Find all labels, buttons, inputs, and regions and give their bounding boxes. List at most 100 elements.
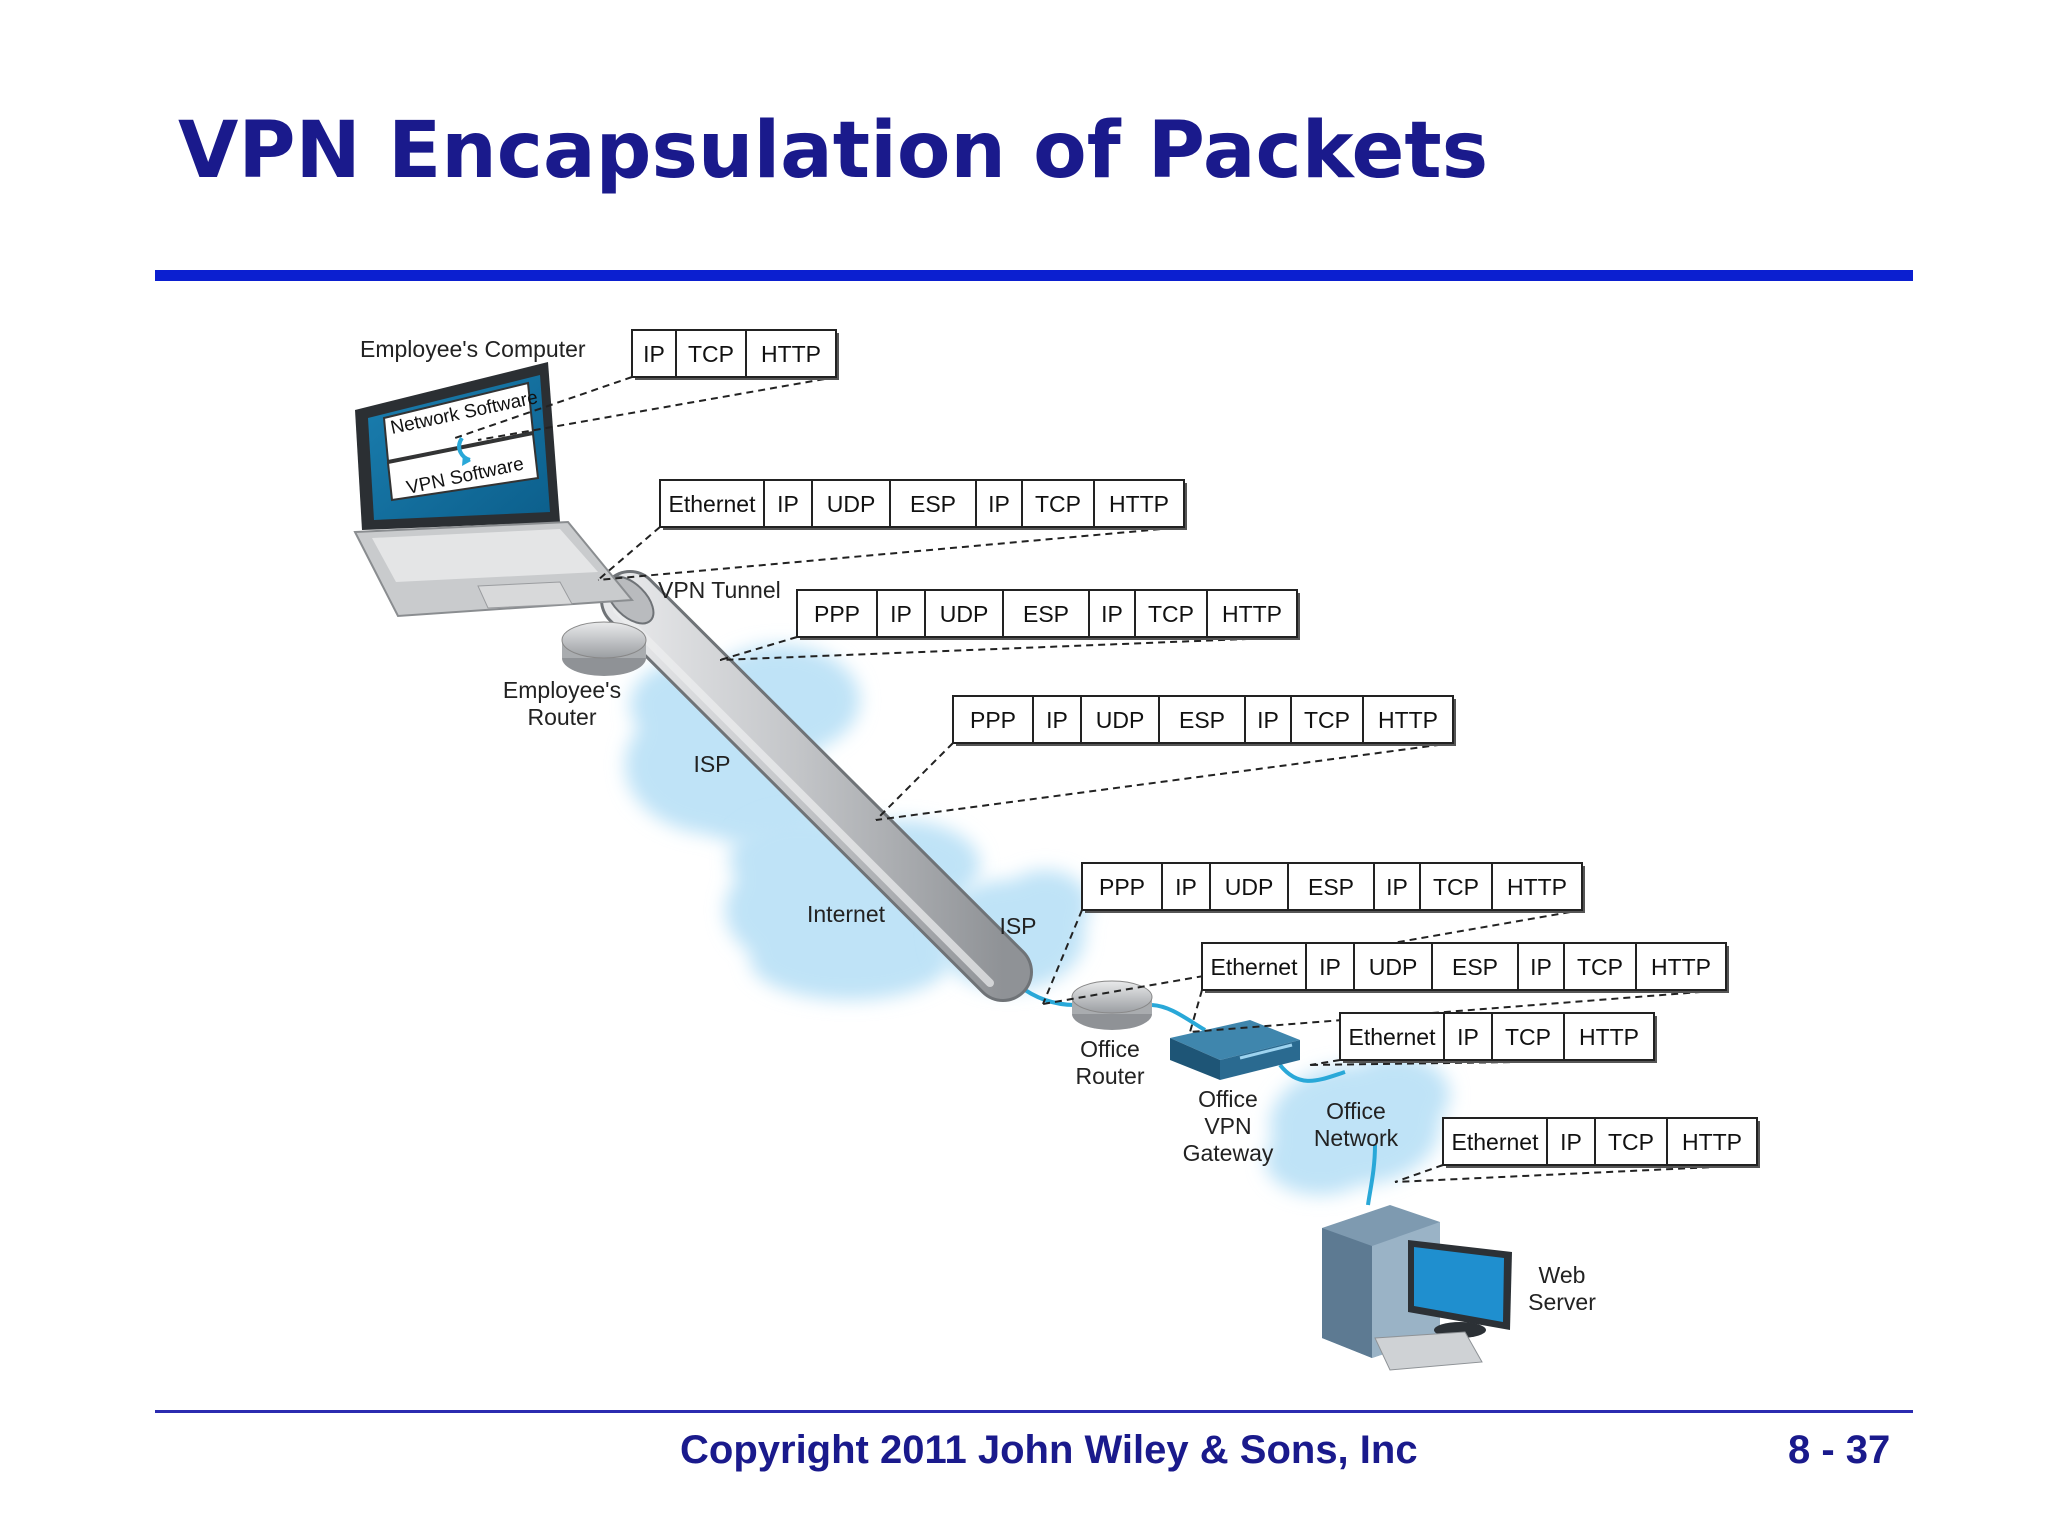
employee-router-icon: [561, 621, 647, 676]
packet-field-box: [1209, 862, 1289, 911]
packet-field-tcp: TCP: [1433, 874, 1479, 900]
packet-field-box: [1088, 589, 1136, 638]
packet-field-box: [1093, 479, 1185, 528]
packet-field-ethernet: Ethernet: [1349, 1024, 1437, 1050]
packet-field-esp: ESP: [910, 491, 956, 517]
office-router-label-1: Office: [1080, 1036, 1140, 1062]
packet-field-tcp: TCP: [1035, 491, 1081, 517]
packet-field-box: [1419, 862, 1493, 911]
packet-field-box: [1431, 942, 1519, 991]
page-number: 8 - 37: [1788, 1428, 1891, 1472]
packet-header-1: IP TCP HTTP: [454, 329, 839, 441]
employee-router-label-1: Employee's: [503, 677, 621, 703]
packet-leader-line: [454, 376, 633, 439]
employee-computer-label: Employee's Computer: [360, 336, 586, 362]
packet-field-ethernet: Ethernet: [669, 491, 757, 517]
packet-field-http: HTTP: [1651, 954, 1711, 980]
packet-field-tcp: TCP: [1608, 1129, 1654, 1155]
packet-field-box: [1287, 862, 1375, 911]
office-vpn-gateway-icon: [1170, 1020, 1300, 1080]
employee-router-label-2: Router: [527, 704, 596, 730]
packet-field-ppp: PPP: [1099, 874, 1145, 900]
packet-field-box: [1134, 589, 1208, 638]
packet-leader-line: [597, 526, 1185, 581]
packet-field-esp: ESP: [1308, 874, 1354, 900]
packet-field-ethernet: Ethernet: [1211, 954, 1299, 980]
isp-label-1: ISP: [693, 751, 730, 777]
packet-field-box: [1491, 1012, 1565, 1061]
packet-field-box: [745, 329, 837, 378]
office-router-label-2: Router: [1075, 1063, 1144, 1089]
packet-field-box: [659, 479, 765, 528]
packet-leader-line: [1189, 989, 1727, 1033]
isp-label-2: ISP: [999, 913, 1036, 939]
packet-field-box: [1594, 1117, 1668, 1166]
packet-field-box: [1339, 1012, 1445, 1061]
packet-field-ip: IP: [1046, 707, 1068, 733]
packet-field-box: [1002, 589, 1090, 638]
packet-field-box: [1666, 1117, 1758, 1166]
packet-field-box: [631, 329, 677, 378]
packet-field-http: HTTP: [1109, 491, 1169, 517]
packet-field-box: [1563, 1012, 1655, 1061]
packet-field-tcp: TCP: [688, 341, 734, 367]
packet-field-box: [1021, 479, 1095, 528]
title-underline: [155, 270, 1913, 281]
packet-leader-line: [719, 636, 1298, 661]
packet-field-box: [675, 329, 747, 378]
packet-field-esp: ESP: [1023, 601, 1069, 627]
packet-field-box: [1244, 695, 1292, 744]
office-network-cloud: [1265, 1055, 1450, 1195]
packet-field-http: HTTP: [1682, 1129, 1742, 1155]
packet-field-esp: ESP: [1179, 707, 1225, 733]
packet-field-http: HTTP: [761, 341, 821, 367]
packet-field-ip: IP: [890, 601, 912, 627]
packet-field-ip: IP: [643, 341, 665, 367]
packet-field-ip: IP: [1257, 707, 1279, 733]
office-router-icon: [1071, 980, 1153, 1030]
internet-label: Internet: [807, 901, 886, 927]
packet-field-box: [1373, 862, 1421, 911]
slide-title: VPN Encapsulation of Packets: [178, 106, 1489, 196]
packet-field-http: HTTP: [1507, 874, 1567, 900]
packet-field-box: [1290, 695, 1364, 744]
packet-field-ip: IP: [1175, 874, 1197, 900]
packet-field-ip: IP: [777, 491, 799, 517]
packet-field-ip: IP: [1319, 954, 1341, 980]
office-network-label-1: Office: [1326, 1098, 1386, 1124]
packet-leader-line: [1042, 909, 1083, 1005]
office-vpn-gateway-label-2: VPN: [1204, 1113, 1251, 1139]
packet-field-box: [1206, 589, 1298, 638]
vpn-tunnel-label: VPN Tunnel: [658, 577, 781, 603]
packet-field-ppp: PPP: [814, 601, 860, 627]
packet-field-box: [876, 589, 926, 638]
packet-field-ip: IP: [988, 491, 1010, 517]
copyright-text: Copyright 2011 John Wiley & Sons, Inc: [680, 1428, 1418, 1472]
packet-field-http: HTTP: [1378, 707, 1438, 733]
packet-field-ip: IP: [1530, 954, 1552, 980]
web-server-label-2: Server: [1528, 1289, 1596, 1315]
packet-field-tcp: TCP: [1148, 601, 1194, 627]
packet-leader-line: [875, 742, 954, 821]
packet-leader-line: [477, 376, 837, 441]
packet-field-box: [1305, 942, 1355, 991]
web-server-icon: [1322, 1205, 1512, 1371]
footer-rule: [155, 1410, 1913, 1413]
packet-field-udp: UDP: [1096, 707, 1145, 733]
packet-field-ip: IP: [1457, 1024, 1479, 1050]
packet-field-ppp: PPP: [970, 707, 1016, 733]
packet-leader-line: [597, 526, 661, 581]
packet-field-box: [1081, 862, 1163, 911]
packet-field-box: [1080, 695, 1160, 744]
packet-field-tcp: TCP: [1577, 954, 1623, 980]
packet-field-udp: UDP: [940, 601, 989, 627]
packet-field-ip: IP: [1560, 1129, 1582, 1155]
